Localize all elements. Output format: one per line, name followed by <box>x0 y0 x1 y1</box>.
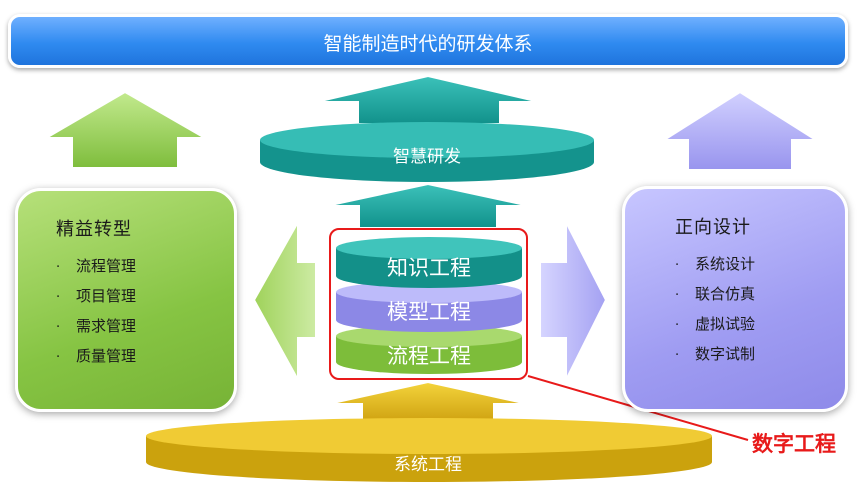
list-item: · 数字试制 <box>675 339 845 369</box>
up-arrow-right <box>660 90 820 171</box>
list-item-label: 项目管理 <box>76 287 137 305</box>
bullet: · <box>675 288 680 303</box>
list-item: · 流程管理 <box>56 251 234 281</box>
list-item-label: 流程管理 <box>76 257 137 275</box>
bullet: · <box>56 320 61 335</box>
bullet: · <box>675 258 680 273</box>
stack-layer-process <box>336 325 522 374</box>
list-item-label: 质量管理 <box>76 347 137 365</box>
up-arrow-middle <box>325 182 531 229</box>
left-arrow-green <box>252 218 317 381</box>
digital-engineering-callout: 数字工程 <box>752 432 836 456</box>
bottom-cylinder <box>146 418 712 482</box>
lean-transformation-title: 精益转型 <box>56 219 132 240</box>
bullet: · <box>675 348 680 363</box>
up-arrow-left <box>42 90 209 169</box>
lean-transformation-list: · 流程管理 · 项目管理 · 需求管理 · 质量管理 <box>56 251 234 371</box>
bullet: · <box>56 350 61 365</box>
up-arrow-top <box>315 74 541 125</box>
list-item: · 质量管理 <box>56 341 234 371</box>
bottom-cylinder-label: 系统工程 <box>394 455 462 475</box>
stack-layer-knowledge <box>336 237 522 288</box>
list-item-label: 数字试制 <box>695 345 756 363</box>
forward-design-panel: 正向设计 · 系统设计 · 联合仿真 · 虚拟试验 · 数字试制 <box>622 186 848 412</box>
system-title-bar: 智能制造时代的研发体系 <box>8 14 848 68</box>
right-arrow-purple <box>539 221 608 381</box>
list-item-label: 系统设计 <box>695 255 756 273</box>
lean-transformation-panel: 精益转型 · 流程管理 · 项目管理 · 需求管理 · 质量管理 <box>15 188 237 412</box>
bullet: · <box>675 318 680 333</box>
list-item: · 系统设计 <box>675 249 845 279</box>
list-item: · 项目管理 <box>56 281 234 311</box>
list-item-label: 联合仿真 <box>695 285 756 303</box>
bullet: · <box>56 290 61 305</box>
stack-label-model: 模型工程 <box>387 300 471 324</box>
top-cylinder-label: 智慧研发 <box>393 147 461 167</box>
list-item-label: 需求管理 <box>76 317 137 335</box>
list-item: · 虚拟试验 <box>675 309 845 339</box>
stack-label-knowledge: 知识工程 <box>387 256 471 280</box>
digital-engineering-highlight <box>329 228 528 380</box>
top-cylinder <box>260 122 594 182</box>
list-item: · 联合仿真 <box>675 279 845 309</box>
list-item-label: 虚拟试验 <box>695 315 756 333</box>
stack-layer-model <box>336 281 522 332</box>
forward-design-list: · 系统设计 · 联合仿真 · 虚拟试验 · 数字试制 <box>675 249 845 369</box>
system-title: 智能制造时代的研发体系 <box>323 33 533 55</box>
stack-label-process: 流程工程 <box>387 344 471 368</box>
bullet: · <box>56 260 61 275</box>
forward-design-title: 正向设计 <box>675 217 751 238</box>
list-item: · 需求管理 <box>56 311 234 341</box>
